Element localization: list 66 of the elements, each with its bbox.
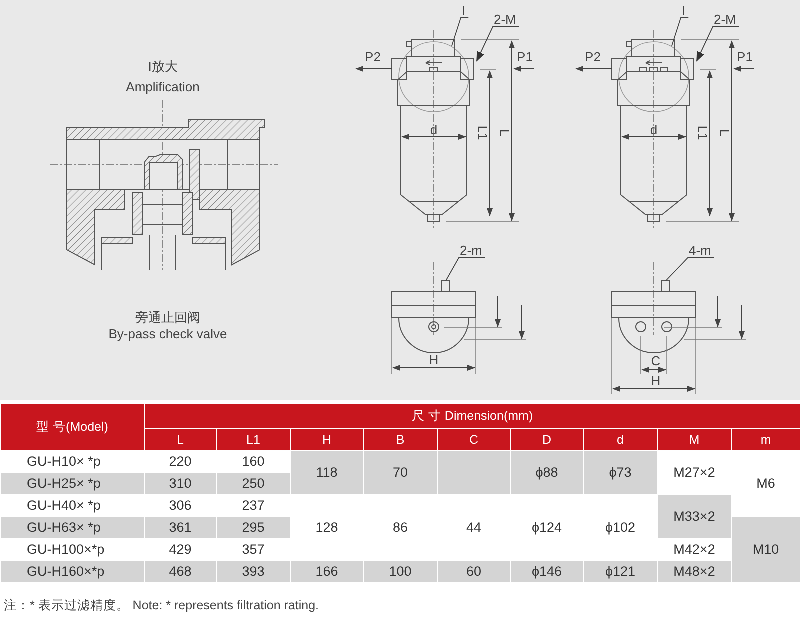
dimension-label: d — [650, 122, 658, 138]
table-header-cell: H — [290, 428, 364, 450]
table-cell: 70 — [364, 450, 438, 494]
table-cell: 361 — [144, 516, 216, 538]
table-header-cell: D — [510, 428, 584, 450]
dimension-label: L — [498, 129, 512, 137]
table-header-cell: C — [438, 428, 510, 450]
dimension-label: P2 — [365, 50, 381, 64]
table-cell: M48×2 — [658, 560, 732, 582]
dimension-label: H — [429, 352, 439, 368]
callout-label: 2-m — [460, 243, 482, 258]
table-cell: 60 — [438, 560, 510, 582]
dimension-label: H — [651, 374, 661, 388]
drawing-caption: By-pass check valve — [108, 326, 228, 342]
filter-drawing — [392, 30, 474, 228]
filter-bottom-view-drawing — [612, 262, 696, 354]
table-cell: ϕ88 — [510, 450, 584, 494]
leader-line — [696, 26, 740, 62]
dimension-label: L1 — [476, 126, 490, 140]
table-cell: M33×2 — [658, 494, 732, 538]
dimension-label: P2 — [585, 50, 601, 64]
table-cell: GU-H160×*p — [0, 560, 144, 582]
callout-label: I — [462, 3, 466, 18]
leader-line — [666, 258, 715, 282]
table-cell: 118 — [290, 450, 364, 494]
table-cell: ϕ121 — [584, 560, 658, 582]
callout-label: 2-M — [494, 12, 516, 27]
table-header-cell: 尺 寸 Dimension(mm) — [144, 404, 800, 428]
dimension-label: C — [651, 354, 661, 368]
table-cell: 166 — [290, 560, 364, 582]
dimension-label: P1 — [517, 50, 533, 64]
drawing-caption: I放大 — [148, 58, 178, 76]
table-cell: M10 — [732, 516, 800, 582]
table-header-cell: 型 号(Model) — [0, 404, 144, 450]
table-cell: 295 — [216, 516, 290, 538]
table-cell: 100 — [364, 560, 438, 582]
table-cell: GU-H63× *p — [0, 516, 144, 538]
filter-drawing — [612, 30, 694, 228]
leader-line — [452, 18, 470, 46]
dimension-label: P1 — [737, 50, 753, 64]
dimension-label: L1 — [696, 126, 710, 140]
callout-label: 4-m — [689, 243, 712, 258]
table-header-cell: L1 — [216, 428, 290, 450]
dimension-label: d — [430, 122, 438, 138]
table-cell: ϕ146 — [510, 560, 584, 582]
callout-label: 2-M — [714, 12, 736, 27]
drawing-caption: 旁通止回阀 — [136, 309, 200, 327]
drawing-caption: Amplification — [126, 80, 200, 94]
dimension-label: L — [718, 129, 732, 137]
table-cell: GU-H25× *p — [0, 472, 144, 494]
leader-line — [446, 258, 486, 282]
table-header-cell: L — [144, 428, 216, 450]
table-cell: 310 — [144, 472, 216, 494]
footnote: 注：* 表示过滤精度。 Note: * represents filtration rating. — [4, 598, 320, 614]
leader-line — [672, 18, 690, 46]
table-header-cell: B — [364, 428, 438, 450]
table-header-cell: d — [584, 428, 658, 450]
table-header-cell: m — [732, 428, 800, 450]
callout-label: I — [682, 3, 686, 18]
table-cell: 393 — [216, 560, 290, 582]
leader-line — [476, 26, 520, 62]
table-cell: 468 — [144, 560, 216, 582]
table-header-cell: M — [658, 428, 732, 450]
table-cell: ϕ73 — [584, 450, 658, 494]
table-cell: 250 — [216, 472, 290, 494]
filter-bottom-view-drawing — [392, 262, 476, 354]
